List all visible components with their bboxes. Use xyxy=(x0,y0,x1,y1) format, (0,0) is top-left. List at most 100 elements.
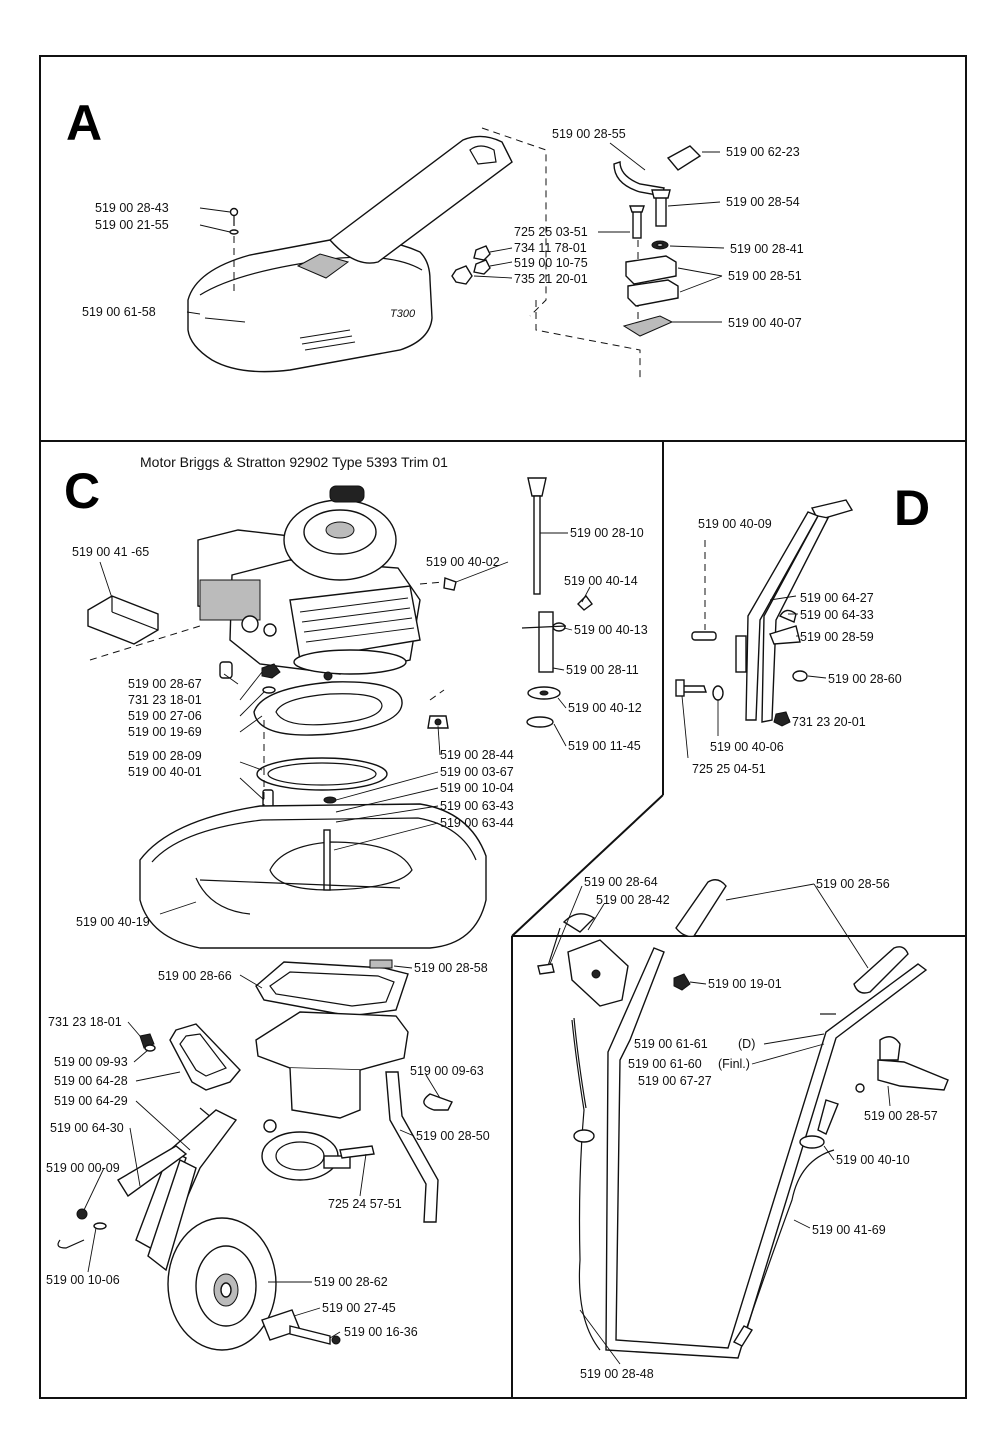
part-label: 725 25 03-51 xyxy=(514,225,588,239)
part-label: 519 00 28-60 xyxy=(828,672,902,686)
part-label: 519 00 64-33 xyxy=(800,608,874,622)
part-label: 519 00 40-07 xyxy=(728,316,802,330)
part-label: 519 00 28-41 xyxy=(730,242,804,256)
part-label: 519 00 28-44 xyxy=(440,748,514,762)
height-adjuster-linkage xyxy=(57,1023,241,1272)
part-label: 725 24 57-51 xyxy=(328,1197,402,1211)
part-label: 519 00 09-63 xyxy=(410,1064,484,1078)
part-label: 519 00 28-67 xyxy=(128,677,202,691)
part-label: 519 00 10-04 xyxy=(440,781,514,795)
section-letter-a: A xyxy=(66,95,102,151)
briggs-stratton-engine xyxy=(197,485,421,681)
part-label: 519 00 09-93 xyxy=(54,1055,128,1069)
throttle-control xyxy=(537,913,691,1007)
part-label: 725 25 04-51 xyxy=(692,762,766,776)
section-a-leaders xyxy=(186,142,725,323)
part-label: 731 23 18-01 xyxy=(128,693,202,707)
part-label: 519 00 40-13 xyxy=(574,623,648,637)
part-label: 519 00 40-14 xyxy=(564,574,638,588)
section-a-labels: 519 00 28-43 519 00 21-55 519 00 61-58 5… xyxy=(82,127,804,330)
lower-handle xyxy=(605,947,928,1359)
part-label: 519 00 00-09 xyxy=(46,1161,120,1175)
part-label: 519 00 40-10 xyxy=(836,1153,910,1167)
part-label: 519 00 10-06 xyxy=(46,1273,120,1287)
part-label: 519 00 64-29 xyxy=(54,1094,128,1108)
part-label: 519 00 27-45 xyxy=(322,1301,396,1315)
part-label: 731 23 18-01 xyxy=(48,1015,122,1029)
part-label: 519 00 16-36 xyxy=(344,1325,418,1339)
part-label: 519 00 27-06 xyxy=(128,709,202,723)
part-label: 519 00 62-23 xyxy=(726,145,800,159)
part-label: 519 00 28-09 xyxy=(128,749,202,763)
section-letter-c: C xyxy=(64,463,100,519)
engine-bracket xyxy=(87,595,201,661)
part-label: 519 00 28-56 xyxy=(816,877,890,891)
engine-cover: T300 xyxy=(187,135,513,373)
part-label: 519 00 28-51 xyxy=(728,269,802,283)
part-label: 519 00 21-55 xyxy=(95,218,169,232)
part-label: 519 00 67-27 xyxy=(638,1074,712,1088)
engine-mount-hardware xyxy=(219,661,449,870)
part-label: 519 00 63-44 xyxy=(440,816,514,830)
section-d-leaders xyxy=(549,595,891,1365)
part-label: 519 00 28-42 xyxy=(596,893,670,907)
frame-lines xyxy=(39,55,967,1399)
part-label: 519 00 41 -65 xyxy=(72,545,149,559)
part-label: 519 00 40-02 xyxy=(426,555,500,569)
part-label: 519 00 28-11 xyxy=(566,663,639,677)
part-label: 519 00 41-69 xyxy=(812,1223,886,1237)
cover-embossed-model: T300 xyxy=(390,308,416,320)
section-letter-d: D xyxy=(894,480,930,536)
section-c-labels: 519 00 41 -65 519 00 40-02 519 00 28-10 … xyxy=(46,526,648,1339)
part-label: 519 00 28-48 xyxy=(580,1367,654,1381)
part-label: 519 00 40-01 xyxy=(128,765,202,779)
section-c-drawing xyxy=(57,477,593,1351)
part-label: 519 00 40-09 xyxy=(698,517,772,531)
part-label: 519 00 10-75 xyxy=(514,256,588,270)
control-cables xyxy=(571,1017,865,1351)
handle-bar-c xyxy=(385,1071,453,1223)
part-label: 735 21 20-01 xyxy=(514,272,588,286)
dipstick-tube xyxy=(521,477,593,728)
part-label: 519 00 11-45 xyxy=(568,739,641,753)
part-label: 519 00 28-54 xyxy=(726,195,800,209)
handle-grips xyxy=(675,879,909,994)
part-label: 519 00 28-55 xyxy=(552,127,626,141)
part-label: 519 00 28-43 xyxy=(95,201,169,215)
handle-brackets xyxy=(675,499,854,727)
deck-gasket xyxy=(255,959,409,1017)
height-adjust-hardware xyxy=(451,145,702,337)
part-label: 519 00 61-58 xyxy=(82,305,156,319)
section-a-drawing: T300 xyxy=(187,127,702,380)
part-label-note: (Finl.) xyxy=(718,1057,750,1071)
part-label: 519 00 64-27 xyxy=(800,591,874,605)
section-c-caption: Motor Briggs & Stratton 92902 Type 5393 … xyxy=(140,454,448,470)
part-label: 519 00 28-10 xyxy=(570,526,644,540)
part-label: 519 00 28-62 xyxy=(314,1275,388,1289)
part-label: 519 00 28-59 xyxy=(800,630,874,644)
gearbox-housing xyxy=(255,1011,409,1181)
part-label: 519 00 28-66 xyxy=(158,969,232,983)
part-label: 731 23 20-01 xyxy=(792,715,866,729)
brake-lever xyxy=(877,1036,949,1091)
part-label: 519 00 61-60 xyxy=(628,1057,702,1071)
part-label: 519 00 64-30 xyxy=(50,1121,124,1135)
part-label: 519 00 28-58 xyxy=(414,961,488,975)
part-label: 519 00 28-57 xyxy=(864,1109,938,1123)
section-d-drawing xyxy=(537,499,949,1359)
part-label: 519 00 40-19 xyxy=(76,915,150,929)
rear-wheel xyxy=(167,1217,341,1351)
part-label: 519 00 40-06 xyxy=(710,740,784,754)
part-label: 519 00 63-43 xyxy=(440,799,514,813)
part-label: 519 00 61-61 xyxy=(634,1037,708,1051)
part-label: 519 00 40-12 xyxy=(568,701,642,715)
section-c-leaders xyxy=(83,532,591,1339)
part-label: 519 00 19-69 xyxy=(128,725,202,739)
part-label-note: (D) xyxy=(738,1037,755,1051)
part-label: 734 11 78-01 xyxy=(514,241,587,255)
part-label: 519 00 28-50 xyxy=(416,1129,490,1143)
part-label: 519 00 03-67 xyxy=(440,765,514,779)
part-label: 519 00 19-01 xyxy=(708,977,782,991)
part-label: 519 00 64-28 xyxy=(54,1074,128,1088)
